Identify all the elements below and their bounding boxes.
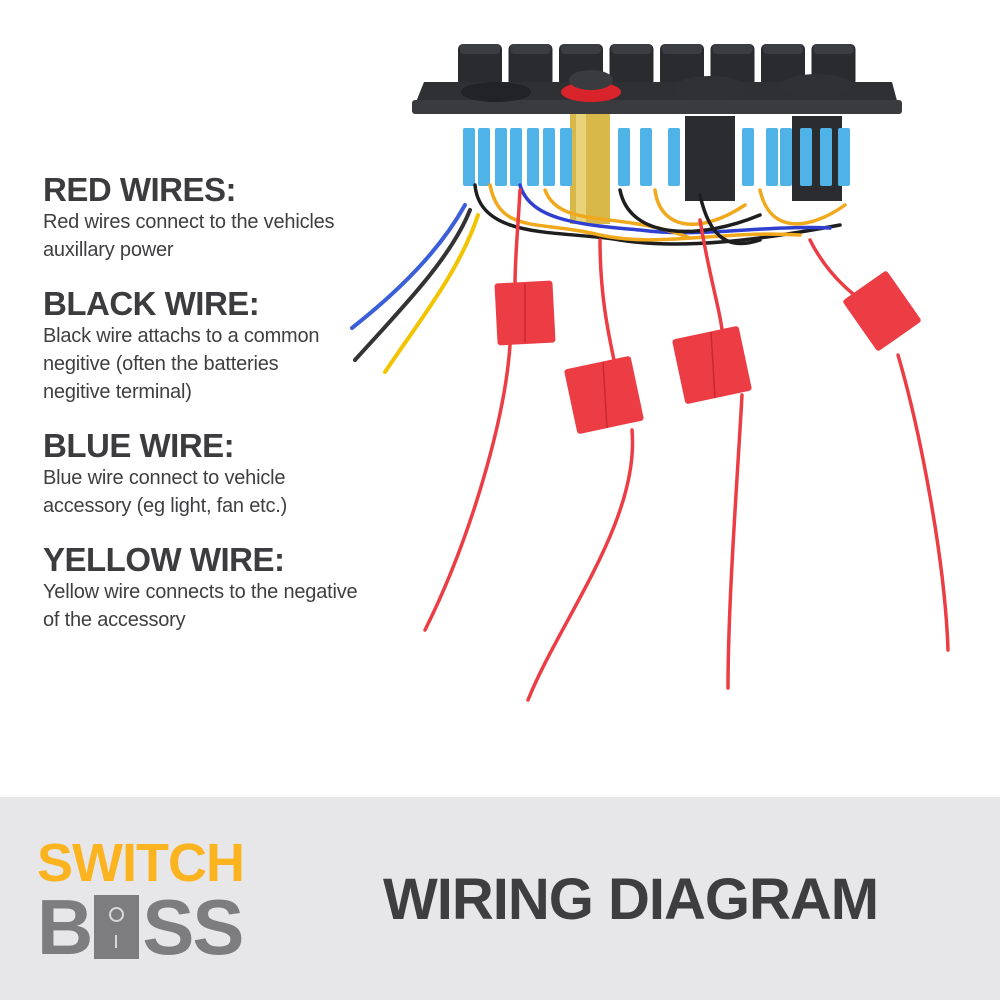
spade-terminal	[478, 128, 490, 186]
legend-section: BLACK WIRE: Black wire attachs to a commo…	[43, 286, 383, 406]
spade-terminal	[543, 128, 555, 186]
fuse-holders	[494, 271, 921, 434]
legend-description-line: of the accessory	[43, 609, 186, 631]
socket-bodies	[570, 114, 842, 224]
switch-off-symbol	[109, 907, 125, 922]
terminal-connectors	[463, 128, 850, 186]
legend-description-line: Red wires connect to the vehicles	[43, 211, 335, 233]
rocker-switch-top	[460, 44, 500, 54]
spade-terminal	[510, 128, 522, 186]
legend-description-line: negitive (often the batteries	[43, 353, 279, 375]
legend-description-line: Yellow wire connects to the negative	[43, 581, 358, 603]
usb-socket-1	[674, 76, 746, 100]
spade-terminal	[668, 128, 680, 186]
spade-terminal	[495, 128, 507, 186]
rocker-switch	[458, 44, 502, 86]
legend-title: YELLOW WIRE:	[43, 541, 285, 578]
spade-terminal	[838, 128, 850, 186]
rocker-switch-top	[763, 44, 803, 54]
spade-terminal	[463, 128, 475, 186]
spade-terminal	[800, 128, 812, 186]
rocker-switch	[660, 44, 704, 86]
fused-red-wires	[423, 188, 950, 702]
spade-terminal	[618, 128, 630, 186]
lighter-socket-cap	[569, 70, 613, 90]
spade-terminal	[640, 128, 652, 186]
rocker-switch-icon	[94, 895, 140, 959]
blue-wire-tail	[350, 203, 467, 330]
page-title: WIRING DIAGRAM	[383, 867, 879, 932]
logo-word-boss: B SS	[37, 883, 244, 971]
harness-wires	[473, 183, 847, 246]
switch-on-symbol	[115, 935, 118, 948]
wiring-photo	[350, 44, 950, 702]
spade-terminal	[780, 128, 792, 186]
switch-boss-logo: SWITCH B SS	[37, 836, 252, 966]
rocker-switch-top	[561, 44, 601, 54]
yellow-wire-tail	[383, 213, 480, 374]
legend-title: RED WIRES:	[43, 171, 237, 208]
spade-terminal	[820, 128, 832, 186]
usb-socket-2	[781, 74, 853, 98]
spade-terminal	[742, 128, 754, 186]
legend-section: RED WIRES: Red wires connect to the vehic…	[43, 172, 383, 264]
switch-panel	[412, 70, 902, 114]
fuse-holder-2	[564, 356, 644, 434]
wire-legend: RED WIRES: Red wires connect to the vehic…	[43, 172, 383, 656]
rocker-switch-top	[813, 44, 854, 54]
legend-description-line: auxillary power	[43, 239, 174, 261]
fuse-holder-4	[843, 271, 921, 351]
black-wire-tail	[353, 208, 472, 362]
fuse-holder-3	[672, 326, 752, 404]
logo-letters-ss: SS	[142, 883, 244, 971]
rocker-switch	[761, 44, 805, 86]
legend-title: BLUE WIRE:	[43, 427, 235, 464]
legend-section: BLUE WIRE: Blue wire connect to vehicle ac…	[43, 428, 383, 520]
spade-terminal	[560, 128, 572, 186]
spade-terminal	[527, 128, 539, 186]
legend-description-line: Black wire attachs to a common	[43, 325, 320, 347]
legend-description-line: accessory (eg light, fan etc.)	[43, 495, 288, 517]
legend-description-line: negitive terminal)	[43, 381, 192, 403]
rocker-switch	[508, 44, 553, 86]
rocker-switch	[609, 44, 654, 86]
rocker-switch	[710, 44, 755, 86]
logo-letter-b: B	[37, 883, 93, 971]
spade-terminal	[766, 128, 778, 186]
fuse-holder-1	[494, 280, 556, 346]
loose-wire-tails	[350, 203, 480, 374]
legend-description-line: Blue wire connect to vehicle	[43, 467, 286, 489]
legend-title: BLACK WIRE:	[43, 285, 260, 322]
rocker-switch-top	[712, 44, 753, 54]
footer-bar	[0, 797, 1000, 1000]
logo-word-switch: SWITCH	[37, 833, 245, 893]
rocker-switch-top	[510, 44, 551, 54]
voltmeter-display	[461, 82, 531, 102]
rocker-switch-top	[611, 44, 652, 54]
rocker-switch-top	[662, 44, 702, 54]
legend-section: YELLOW WIRE: Yellow wire connects to the …	[43, 542, 383, 634]
